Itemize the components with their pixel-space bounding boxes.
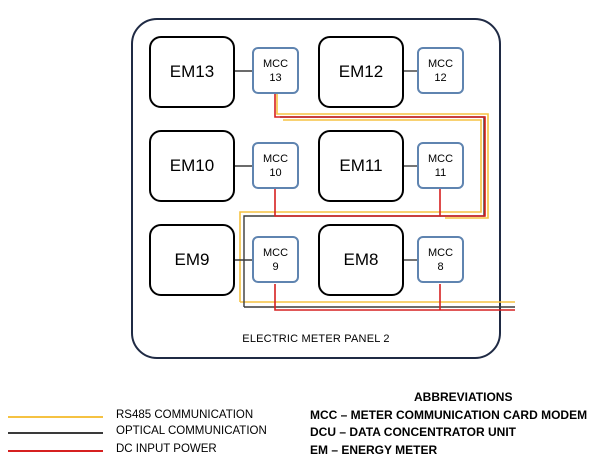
mcc-number: 9: [272, 260, 279, 273]
rs485-wire-upper: [276, 94, 489, 219]
mcc-label: MCC: [427, 57, 454, 70]
mcc-number: 8: [437, 260, 444, 273]
mcc-modem-9: MCC 9: [252, 236, 299, 283]
abbreviation-mcc: MCC – METER COMMUNICATION CARD MODEM: [310, 408, 588, 422]
dc-wire-mid: [274, 188, 441, 217]
mcc-modem-10: MCC 10: [252, 142, 299, 189]
legend-line-rs485: [8, 416, 103, 418]
energy-meter-em11: EM11: [318, 130, 404, 202]
legend-label-rs485: RS485 COMMUNICATION: [116, 409, 254, 421]
mcc-modem-8: MCC 8: [417, 236, 464, 283]
mcc-number: 10: [269, 166, 282, 179]
dc-wire-upper: [274, 94, 486, 217]
dc-wire-bottom: [274, 284, 515, 311]
abbreviation-em: EM – ENERGY METER: [310, 443, 438, 457]
mcc-number: 12: [434, 71, 447, 84]
mcc-label: MCC: [262, 152, 289, 165]
mcc-modem-11: MCC 11: [417, 142, 464, 189]
energy-meter-em13: EM13: [149, 36, 235, 108]
mcc-modem-12: MCC 12: [417, 47, 464, 94]
mcc-modem-13: MCC 13: [252, 47, 299, 94]
rs485-wire-lower: [239, 119, 482, 302]
abbreviation-dcu: DCU – DATA CONCENTRATOR UNIT: [310, 425, 516, 439]
mcc-label: MCC: [262, 246, 289, 259]
mcc-label: MCC: [262, 57, 289, 70]
mcc-label: MCC: [427, 152, 454, 165]
mcc-number: 13: [269, 71, 282, 84]
energy-meter-em12: EM12: [318, 36, 404, 108]
panel-label: ELECTRIC METER PANEL 2: [242, 333, 390, 345]
mcc-number: 11: [434, 166, 447, 179]
energy-meter-em8: EM8: [318, 224, 404, 296]
energy-meter-em10: EM10: [149, 130, 235, 202]
legend-line-dc-power: [8, 450, 103, 452]
legend-label-optical: OPTICAL COMMUNICATION: [116, 425, 267, 437]
mcc-label: MCC: [427, 246, 454, 259]
energy-meter-em9: EM9: [149, 224, 235, 296]
legend-line-optical: [8, 432, 103, 434]
abbreviations-title: ABBREVIATIONS: [414, 390, 513, 404]
legend-label-dc-power: DC INPUT POWER: [116, 443, 217, 455]
